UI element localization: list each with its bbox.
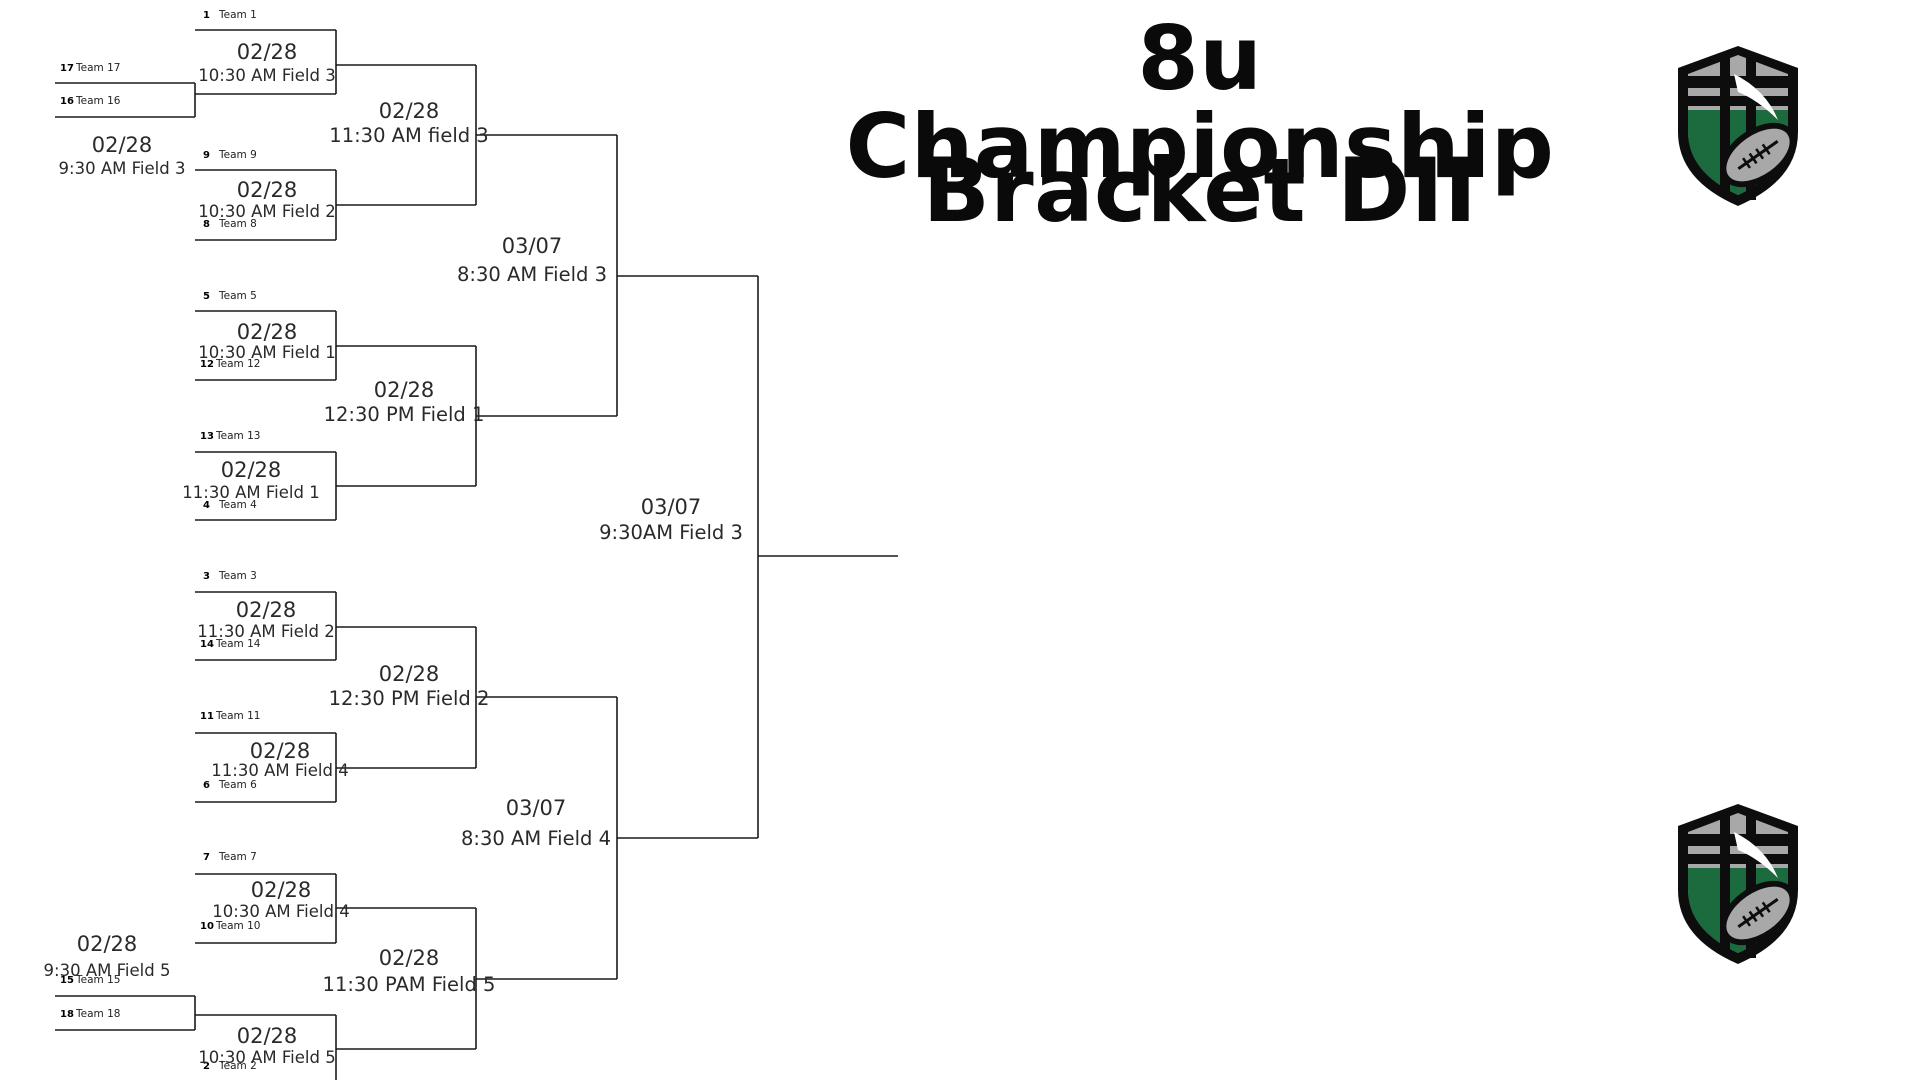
team-name: Team 11: [215, 710, 260, 722]
game-time: 9:30 AM Field 5: [44, 961, 171, 980]
game-date: 02/28: [374, 378, 435, 402]
game-time: 10:30 AM Field 5: [198, 1048, 335, 1067]
team-name: Team 7: [218, 851, 257, 863]
seed-number: 4: [203, 500, 210, 511]
team-name: Team 6: [218, 779, 257, 791]
seed-number: 11: [200, 711, 214, 722]
football-shield-logo-icon: [1678, 46, 1798, 206]
seed-number: 3: [203, 571, 210, 582]
page-title-line-2: Bracket DII: [922, 139, 1478, 242]
game-time: 10:30 AM Field 4: [212, 902, 349, 921]
game-date: 02/28: [237, 1024, 298, 1048]
seed-number: 1: [203, 10, 210, 21]
team-name: Team 10: [215, 920, 260, 932]
game-date: 02/28: [379, 946, 440, 970]
team-name: Team 18: [75, 1008, 120, 1020]
seed-number: 13: [200, 431, 214, 442]
game-time: 10:30 AM Field 1: [198, 343, 335, 362]
game-date: 02/28: [237, 320, 298, 344]
game-time: 11:30 AM Field 4: [211, 761, 348, 780]
game-time: 8:30 AM Field 3: [457, 263, 607, 286]
seed-number: 9: [203, 150, 210, 161]
team-name: Team 2: [218, 1060, 257, 1072]
team-name: Team 3: [218, 570, 257, 582]
seed-number: 16: [60, 96, 74, 107]
team-name: Team 8: [218, 218, 257, 230]
game-date: 03/07: [641, 495, 702, 519]
game-date: 02/28: [236, 598, 297, 622]
seed-number: 12: [200, 359, 214, 370]
game-time: 11:30 PAM Field 5: [323, 973, 496, 996]
team-name: Team 15: [75, 974, 120, 986]
team-name: Team 12: [215, 358, 260, 370]
team-name: Team 5: [218, 290, 257, 302]
seed-number: 5: [203, 291, 210, 302]
seed-number: 6: [203, 780, 210, 791]
game-time: 11:30 AM Field 2: [197, 622, 334, 641]
seed-number: 17: [60, 63, 74, 74]
team-name: Team 16: [75, 95, 121, 107]
game-time: 11:30 AM field 3: [329, 124, 488, 147]
seed-number: 7: [203, 852, 210, 863]
team-name: Team 4: [218, 499, 257, 511]
team-name: Team 13: [215, 430, 260, 442]
bracket-lines: [55, 29, 898, 1080]
game-date: 03/07: [506, 796, 567, 820]
game-date: 02/28: [237, 40, 298, 64]
seed-number: 15: [60, 975, 74, 986]
team-name: Team 9: [218, 149, 257, 161]
seed-number: 18: [60, 1009, 74, 1020]
game-date: 02/28: [250, 739, 311, 763]
game-date: 02/28: [221, 458, 282, 482]
page-title-line-1: 8u Championship: [845, 7, 1555, 198]
team-name: Team 14: [215, 638, 261, 650]
seed-number: 10: [200, 921, 214, 932]
game-date: 02/28: [77, 932, 138, 956]
game-date: 02/28: [251, 878, 312, 902]
game-date: 02/28: [92, 133, 153, 157]
game-time: 8:30 AM Field 4: [461, 827, 611, 850]
game-time: 10:30 AM Field 3: [198, 66, 335, 85]
game-date: 03/07: [502, 234, 563, 258]
game-date: 02/28: [379, 662, 440, 686]
game-time: 9:30 AM Field 3: [59, 159, 186, 178]
team-name: Team 1: [218, 9, 257, 21]
game-time: 10:30 AM Field 2: [198, 202, 335, 221]
seed-number: 8: [203, 219, 210, 230]
game-time: 11:30 AM Field 1: [182, 483, 319, 502]
game-date: 02/28: [379, 99, 440, 123]
game-time: 12:30 PM Field 2: [329, 687, 490, 710]
team-name: Team 17: [75, 62, 120, 74]
seed-number: 14: [200, 639, 214, 650]
seed-number: 2: [203, 1061, 210, 1072]
game-time: 9:30AM Field 3: [599, 521, 743, 544]
game-date: 02/28: [237, 178, 298, 202]
game-time: 12:30 PM Field 1: [324, 403, 485, 426]
football-shield-logo-icon: [1678, 804, 1798, 964]
